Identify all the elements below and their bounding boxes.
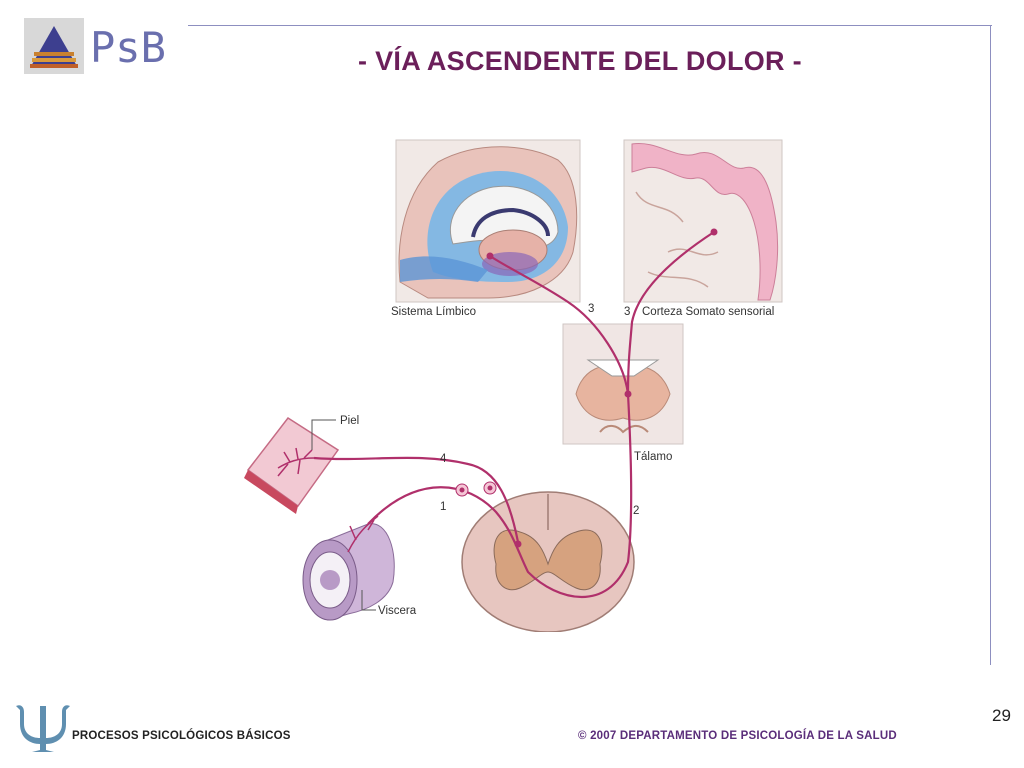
limbic-system-panel xyxy=(395,139,581,303)
logo-stripe xyxy=(30,64,78,68)
side-rule xyxy=(990,25,991,665)
somatosensory-cortex-panel xyxy=(623,139,783,303)
thalamus-label: Tálamo xyxy=(634,451,672,463)
limbic-system-label: Sistema Límbico xyxy=(391,306,476,318)
pain-pathway-diagram: Sistema Límbico Corteza Somato sensorial… xyxy=(228,132,798,633)
psi-symbol-icon xyxy=(10,698,74,756)
page-number: 29 xyxy=(992,706,1011,725)
psb-logo: PsB xyxy=(24,16,174,80)
header-rule xyxy=(188,25,992,26)
slide-title: - VÍA ASCENDENTE DEL DOLOR - xyxy=(358,46,802,76)
pathway-number-2: 2 xyxy=(633,505,639,517)
footer-course-title: PROCESOS PSICOLÓGICOS BÁSICOS xyxy=(72,730,291,742)
viscera-label: Viscera xyxy=(378,605,417,617)
footer-copyright: © 2007 DEPARTAMENTO DE PSICOLOGÍA DE LA … xyxy=(578,730,897,742)
skin-tissue xyxy=(244,416,340,514)
pathway-number-1: 1 xyxy=(440,501,446,513)
pathway-number-3-cortex: 3 xyxy=(624,306,630,318)
skin-label: Piel xyxy=(340,415,359,427)
neuron-markers xyxy=(455,228,718,548)
viscera-organ xyxy=(302,515,395,621)
logo-stripe xyxy=(32,58,76,62)
cortex-label: Corteza Somato sensorial xyxy=(642,306,774,318)
logo-triangle-icon xyxy=(30,26,78,68)
pathway-number-4: 4 xyxy=(440,453,447,465)
pathway-number-3-limbic: 3 xyxy=(588,303,594,315)
logo-text: PsB xyxy=(90,23,166,72)
thalamus-panel xyxy=(562,323,684,445)
label-leader-lines xyxy=(311,419,376,611)
logo-stripe xyxy=(34,52,74,56)
spinal-cord-section xyxy=(461,491,635,633)
